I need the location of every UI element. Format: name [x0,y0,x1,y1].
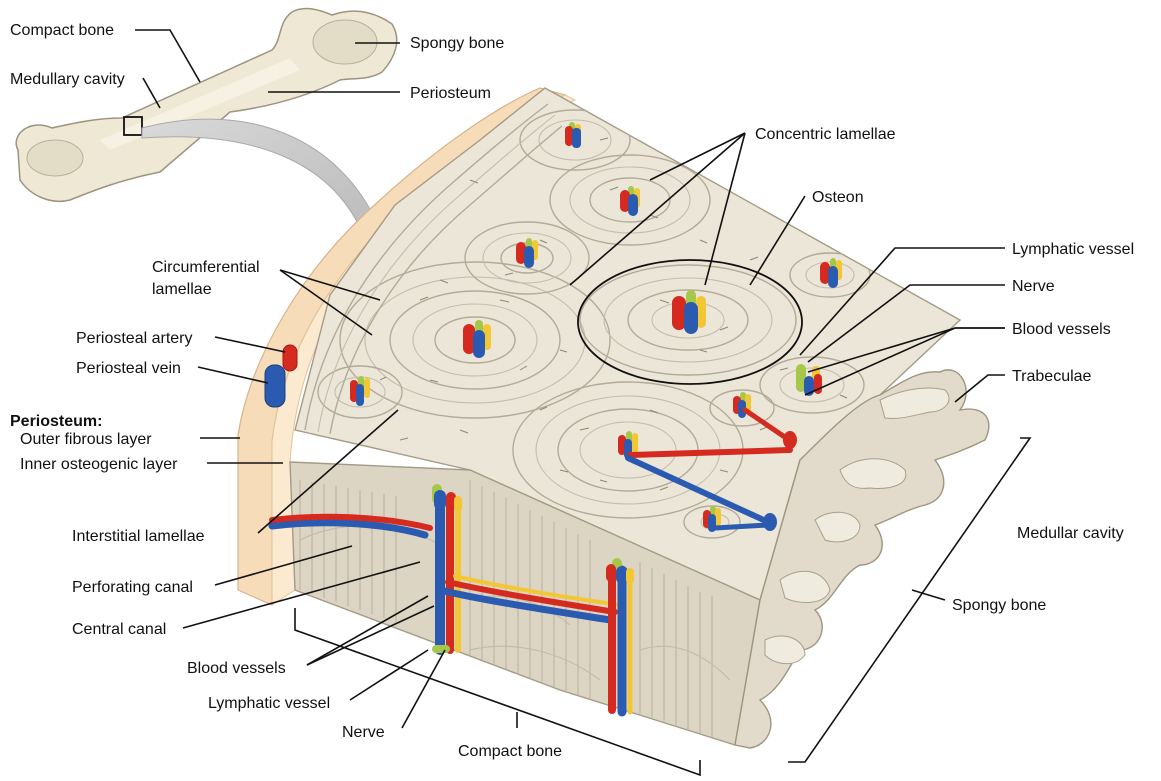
label-nerve-bottom: Nerve [342,724,385,741]
label-blood-vessels-right: Blood vessels [1012,321,1111,338]
label-medullary-cavity: Medullary cavity [10,71,125,88]
label-lymphatic-vessel-right: Lymphatic vessel [1012,241,1134,258]
label-perforating-canal: Perforating canal [72,579,193,596]
label-circumferential-lamellae-line2: lamellae [152,281,212,298]
label-circumferential-lamellae-line1: Circumferential [152,259,260,276]
label-spongy-bone-top: Spongy bone [410,35,504,52]
vessel-bundle-2 [620,186,640,216]
label-medullar-cavity: Medullar cavity [1017,525,1124,542]
label-spongy-bone-right: Spongy bone [952,597,1046,614]
label-periosteum-heading: Periosteum: [10,413,102,430]
label-central-canal: Central canal [72,621,166,638]
vessel-bundle-5 [672,290,706,334]
spongy-end-bottom [27,140,83,176]
label-compact-bone-top: Compact bone [10,22,114,39]
label-blood-vessels-bottom: Blood vessels [187,660,286,677]
label-nerve-right: Nerve [1012,278,1055,295]
label-inner-osteogenic-layer: Inner osteogenic layer [20,456,178,473]
label-outer-fibrous-layer: Outer fibrous layer [20,431,152,448]
label-osteon: Osteon [812,189,864,206]
label-interstitial-lamellae: Interstitial lamellae [72,528,205,545]
label-concentric-lamellae: Concentric lamellae [755,126,896,143]
spongy-end-top [313,20,377,64]
label-compact-bone-bottom: Compact bone [458,743,562,760]
label-trabeculae: Trabeculae [1012,368,1092,385]
label-lymphatic-vessel-bottom: Lymphatic vessel [208,695,330,712]
label-periosteal-artery: Periosteal artery [76,330,193,347]
label-periosteal-vein: Periosteal vein [76,360,181,377]
label-periosteum-top: Periosteum [410,85,491,102]
